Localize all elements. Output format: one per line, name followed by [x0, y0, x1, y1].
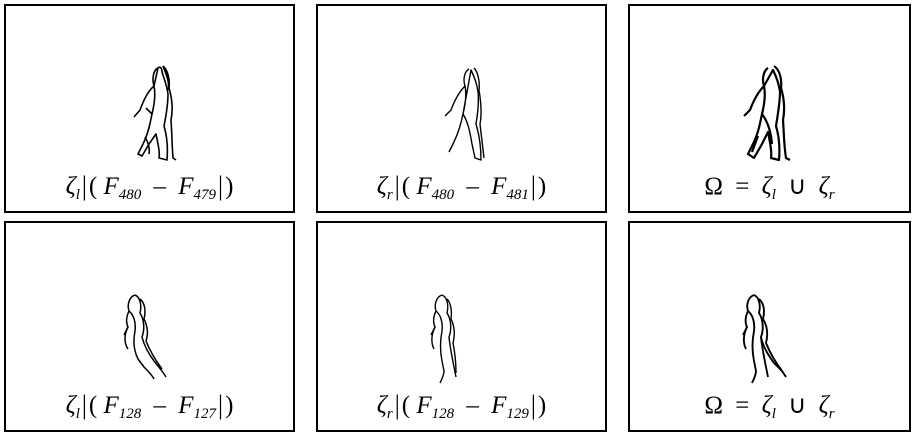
caption-formula: ζr|( F128 – F129|) — [376, 390, 547, 422]
panel-lr-diff-128-129: ζr|( F128 – F129|) — [316, 221, 607, 432]
caption-formula: Ω = ζl ∪ ζr — [704, 392, 835, 422]
panel-lr-diff-128-127: ζl|( F128 – F127|) — [4, 221, 295, 432]
panel-lr-diff-480-479: ζl|( F480 – F479|) — [4, 4, 295, 213]
panel-lr-diff-480-481: ζr|( F480 – F481|) — [316, 4, 607, 213]
caption-formula: ζl|( F128 – F127|) — [65, 390, 234, 422]
caption-formula: ζr|( F480 – F481|) — [376, 171, 547, 203]
silhouette-walker-edge-image — [430, 294, 457, 384]
panel-union-480: Ω = ζl ∪ ζr — [628, 4, 911, 213]
silhouette-walker-union-image — [742, 294, 787, 384]
silhouette-walker-edge-image — [133, 65, 177, 161]
caption-formula: ζl|( F480 – F479|) — [65, 171, 234, 203]
silhouette-walker-edge-image — [444, 67, 485, 161]
panel-union-128: Ω = ζl ∪ ζr — [628, 221, 911, 432]
silhouette-walker-edge-image — [123, 294, 167, 380]
caption-formula: Ω = ζl ∪ ζr — [704, 173, 835, 203]
silhouette-walker-union-image — [743, 65, 791, 162]
